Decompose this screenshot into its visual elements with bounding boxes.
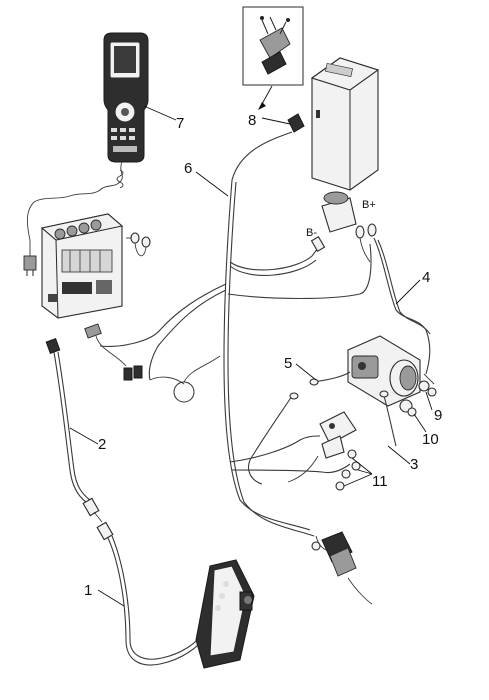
callout-2: 2 [98,436,106,453]
harness-1-and-joystick [107,535,255,669]
motor-solenoid [347,335,437,417]
connector-detail-inset [242,6,304,110]
callout-10: 10 [422,431,439,448]
lower-connector-block [311,531,373,605]
controller-plug-loop [84,323,221,403]
battery-terminals: B- B+ [306,191,377,263]
handheld-programmer [23,32,149,276]
leader-lines [69,105,433,607]
callout-8: 8 [248,112,256,129]
callout-4: 4 [422,269,430,286]
harness-4 [373,237,431,375]
harness-5-and-3 [247,371,397,485]
callout-11: 11 [372,473,388,490]
callout-3: 3 [410,456,418,473]
battery-connector [231,113,305,181]
motor-controller [40,213,151,319]
callout-7: 7 [176,115,184,132]
harness-2 [45,338,114,541]
callout-5: 5 [284,355,292,372]
b-minus-label: B- [306,227,317,239]
callout-9: 9 [434,407,442,424]
callout-1: 1 [84,582,92,599]
callout-6: 6 [184,160,192,177]
battery-box [310,57,380,191]
main-harness [99,179,372,537]
relay-bracket [287,411,361,491]
b-plus-label: B+ [362,199,376,211]
